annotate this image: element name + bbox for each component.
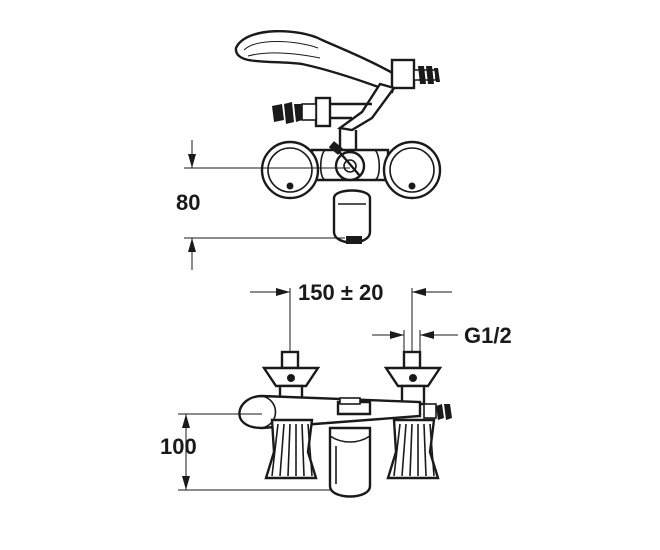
right-handle-front bbox=[386, 418, 440, 480]
right-inlet-front bbox=[383, 350, 443, 406]
left-handle-top bbox=[260, 140, 320, 200]
right-handle-top bbox=[382, 140, 442, 200]
dimension-spacing: 150 ± 20 bbox=[250, 280, 452, 352]
dimension-100-label: 100 bbox=[160, 434, 197, 459]
hose-connector-front bbox=[423, 403, 452, 420]
dimension-thread: G1/2 bbox=[372, 323, 512, 352]
spout-front bbox=[328, 426, 372, 498]
top-view: 80 bbox=[176, 29, 442, 270]
shower-handset bbox=[234, 29, 400, 94]
spout-top bbox=[332, 189, 372, 244]
hose-connector-top bbox=[390, 58, 440, 90]
dimension-bottom-height: 100 bbox=[160, 413, 330, 491]
left-inlet-thread bbox=[272, 96, 332, 128]
dimension-80-label: 80 bbox=[176, 190, 200, 215]
diverter-knob bbox=[328, 141, 366, 182]
left-handle-front bbox=[264, 418, 318, 480]
dimension-top-height: 80 bbox=[176, 140, 350, 270]
mixer-body-front bbox=[238, 394, 422, 430]
dimension-150-label: 150 ± 20 bbox=[298, 280, 383, 305]
left-handle-ribs bbox=[271, 423, 313, 477]
dimension-g12-label: G1/2 bbox=[464, 323, 512, 348]
right-handle-ribs bbox=[393, 423, 435, 477]
front-view: 150 ± 20 G1/2 bbox=[160, 280, 512, 498]
